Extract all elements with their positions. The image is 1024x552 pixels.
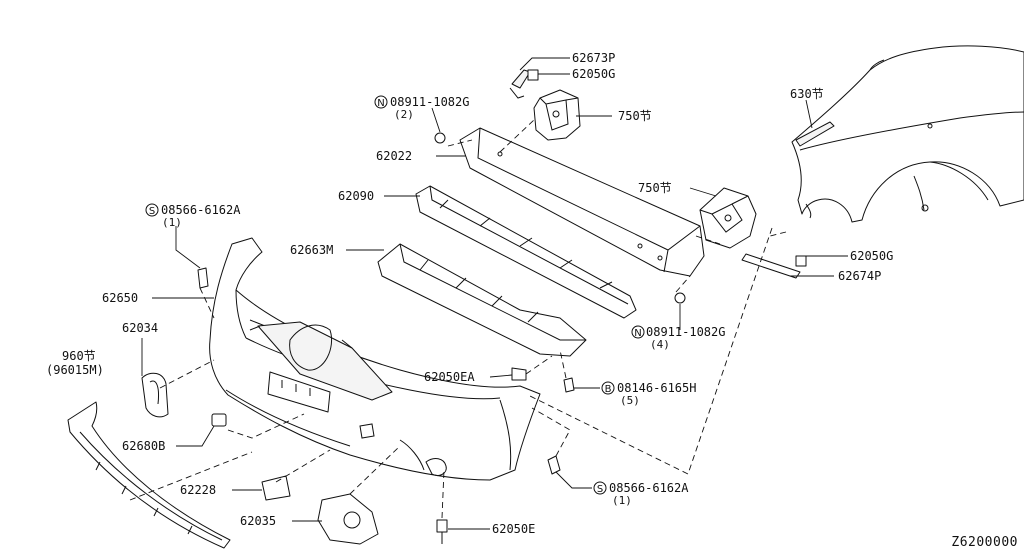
diagram-code: Z6200000 bbox=[951, 535, 1018, 550]
leader-lines bbox=[141, 57, 848, 530]
label-08911-right: 08911-1082G bbox=[646, 325, 725, 339]
side-cover-part bbox=[141, 372, 169, 418]
bumper-fascia-part bbox=[209, 237, 541, 481]
label-62035: 62035 bbox=[240, 514, 276, 528]
label-62050G-top: 62050G bbox=[572, 67, 615, 81]
svg-text:S: S bbox=[597, 484, 603, 495]
label-62680B: 62680B bbox=[122, 439, 165, 453]
label-630: 630节 bbox=[790, 87, 824, 101]
label-96015M: (96015M) bbox=[46, 363, 104, 377]
label-750-right: 750节 bbox=[638, 181, 672, 195]
screw-symbol-top: S bbox=[145, 203, 159, 217]
label-08146: 08146-6165H bbox=[617, 381, 696, 395]
reinforcement-beam-part bbox=[459, 127, 705, 277]
label-08566-top: 08566-6162A bbox=[161, 203, 241, 217]
svg-text:N: N bbox=[377, 98, 384, 109]
label-08911-top: 08911-1082G bbox=[390, 95, 469, 109]
upper-bracket-part bbox=[509, 69, 581, 141]
lower-spoiler-part bbox=[67, 401, 231, 549]
nut-symbol-top: N bbox=[374, 95, 388, 109]
label-750-top: 750节 bbox=[618, 109, 652, 123]
label-62673P: 62673P bbox=[572, 51, 615, 65]
label-960: 960节 bbox=[62, 349, 96, 363]
label-08566-bottom-qty: (1) bbox=[612, 494, 632, 507]
label-62650: 62650 bbox=[102, 291, 138, 305]
bolt-symbol: B bbox=[601, 381, 615, 395]
label-62050EA: 62050EA bbox=[424, 370, 475, 384]
label-62228: 62228 bbox=[180, 483, 216, 497]
screw-symbol-bottom: S bbox=[593, 481, 607, 495]
label-62034: 62034 bbox=[122, 321, 158, 335]
label-62090: 62090 bbox=[338, 189, 374, 203]
side-bracket-part bbox=[699, 187, 757, 249]
label-08146-qty: (5) bbox=[620, 394, 640, 407]
assembly-lines bbox=[129, 119, 787, 519]
fender-part bbox=[791, 45, 1024, 223]
label-62050E: 62050E bbox=[492, 522, 535, 536]
label-08566-bottom: 08566-6162A bbox=[609, 481, 689, 495]
label-08911-top-qty: (2) bbox=[394, 108, 414, 121]
absorber-part bbox=[415, 185, 637, 319]
nut-symbol-right: N bbox=[631, 325, 645, 339]
label-62663M: 62663M bbox=[290, 243, 333, 257]
label-08566-top-qty: (1) bbox=[162, 216, 182, 229]
label-62674P: 62674P bbox=[838, 269, 881, 283]
label-62050G-right: 62050G bbox=[850, 249, 893, 263]
svg-text:N: N bbox=[634, 328, 641, 339]
svg-text:S: S bbox=[149, 206, 155, 217]
fastener-parts bbox=[197, 69, 807, 545]
label-08911-right-qty: (4) bbox=[650, 338, 670, 351]
label-62022: 62022 bbox=[376, 149, 412, 163]
lower-bracket-part bbox=[377, 243, 587, 357]
svg-text:B: B bbox=[605, 384, 612, 395]
